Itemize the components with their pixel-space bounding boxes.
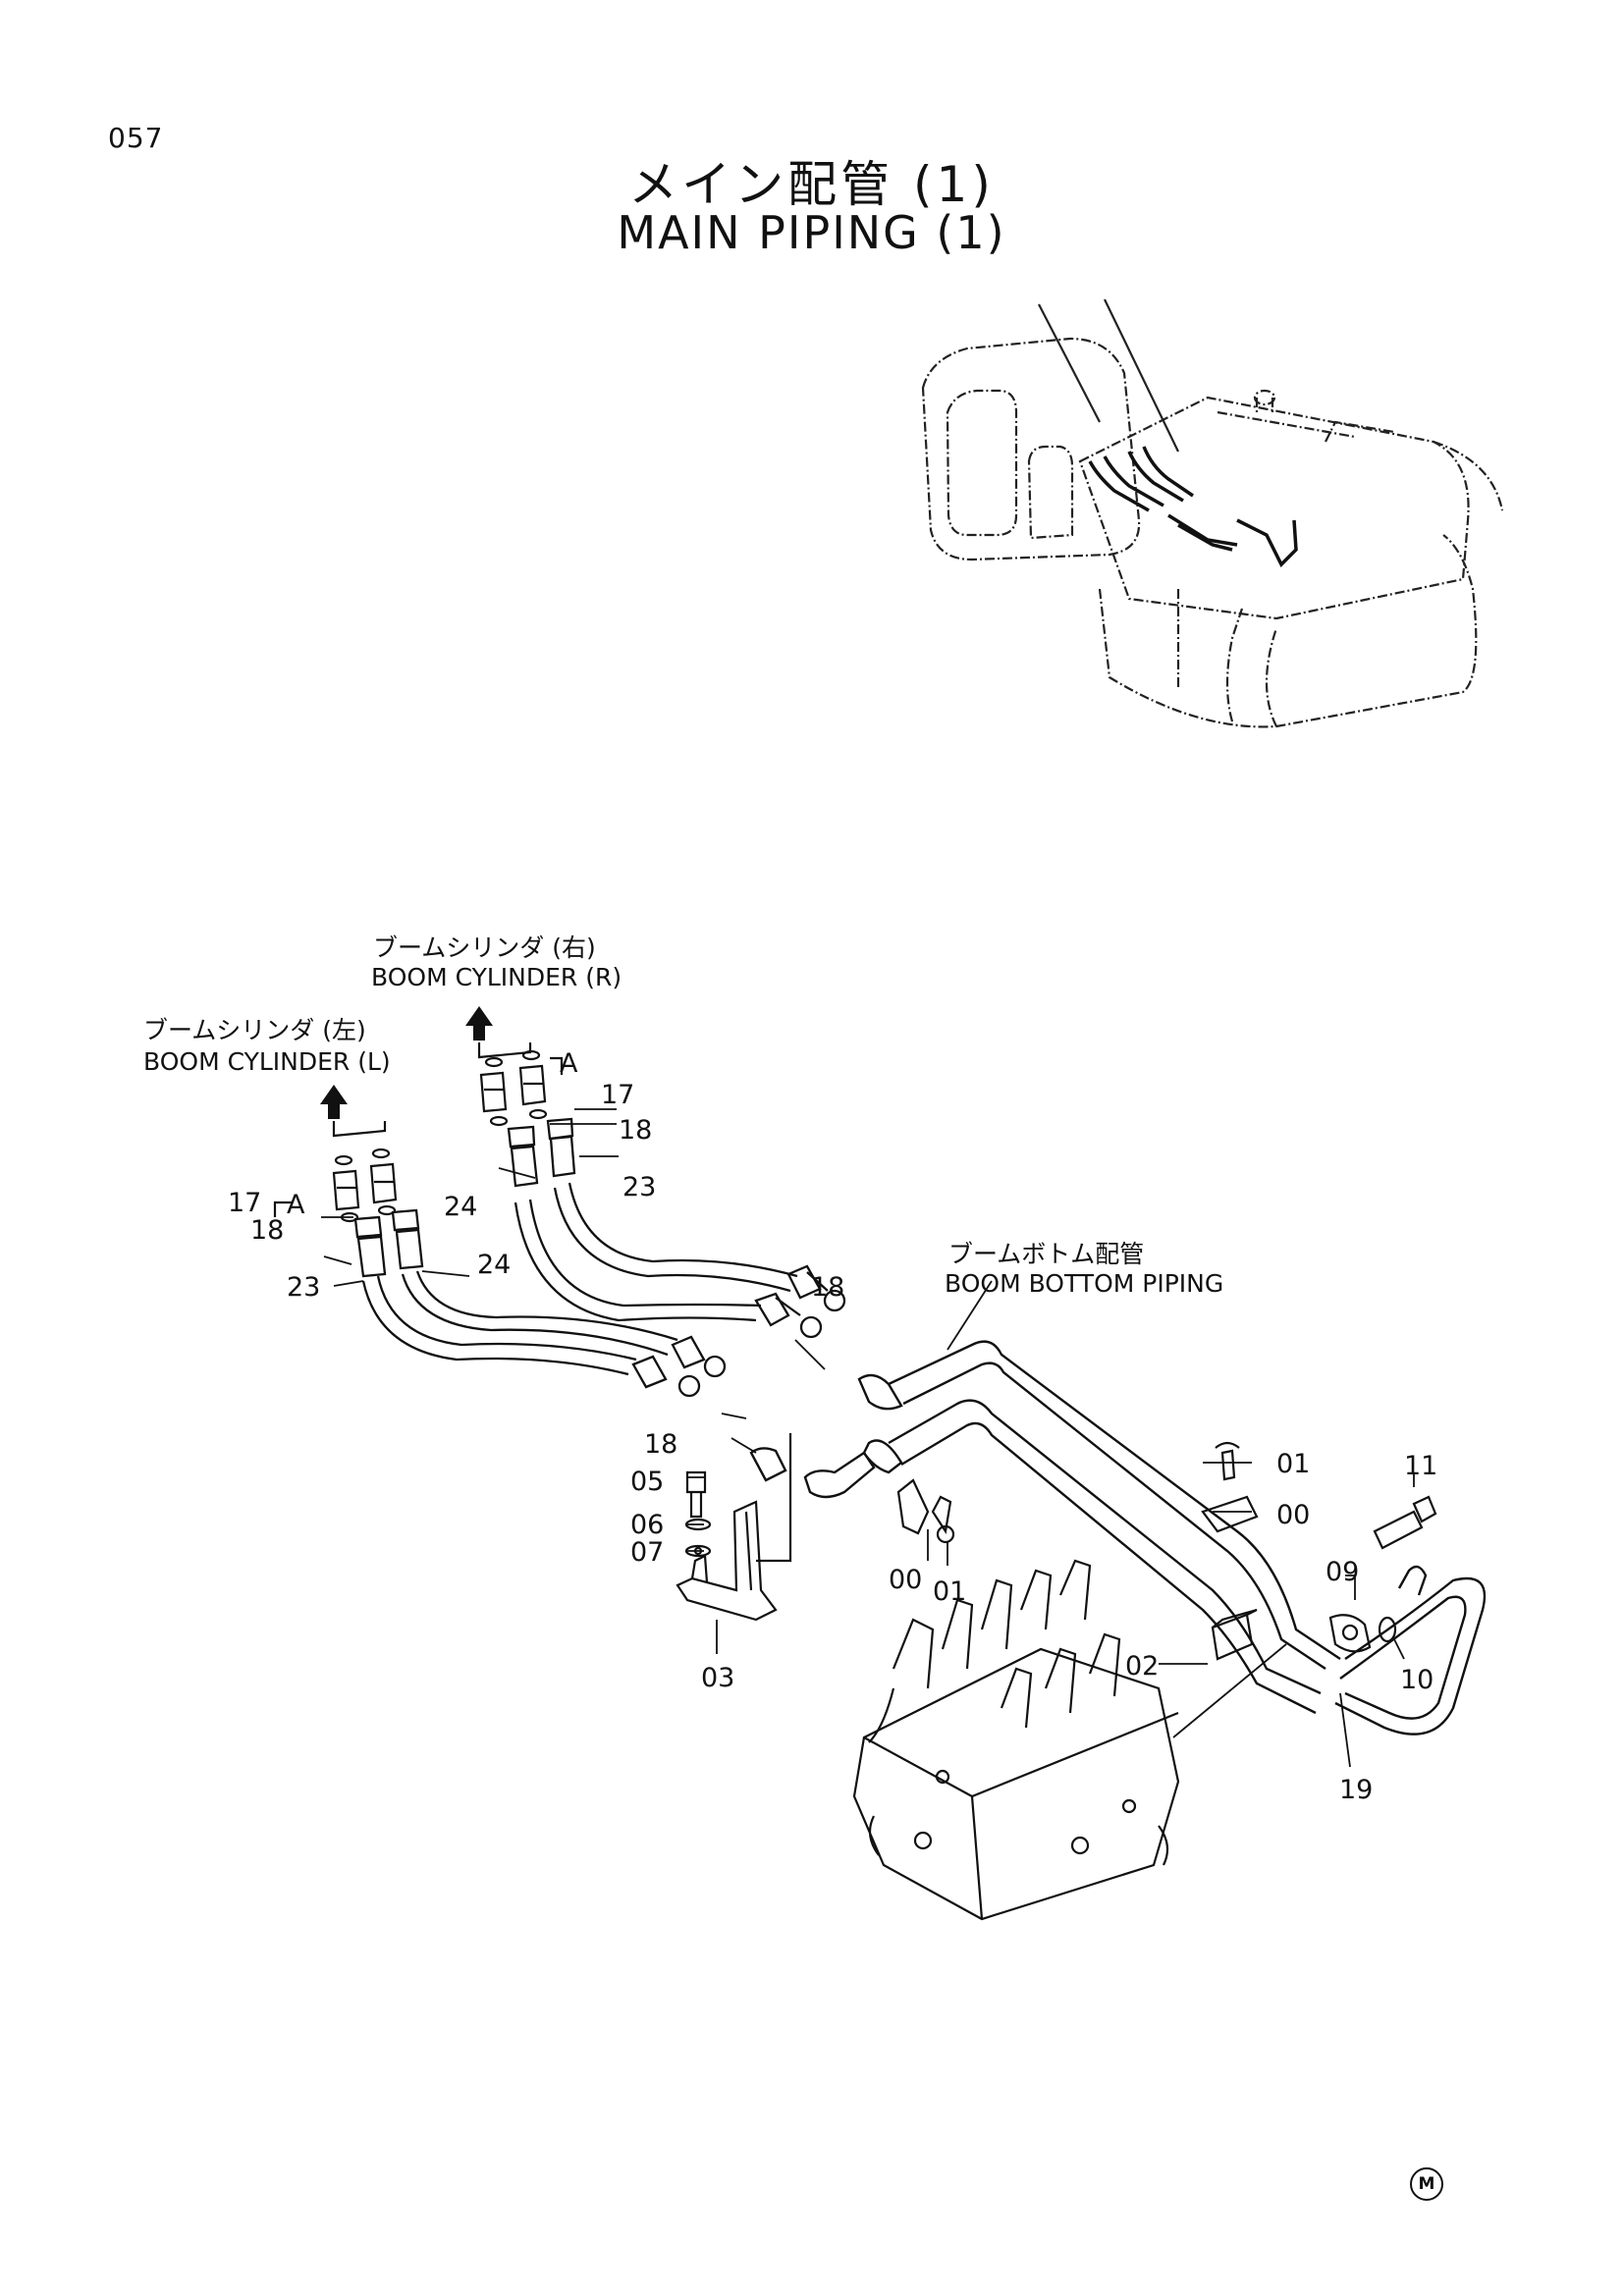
overview-highlighted-piping (1088, 446, 1298, 567)
part-label-10: 10 (1400, 1665, 1434, 1695)
hose-assembly-boom-cylinder-r (507, 1117, 846, 1339)
part-label-01: 01 (1276, 1449, 1310, 1479)
callout-leader-lines (321, 1108, 1415, 1768)
part-label-18: 18 (250, 1215, 284, 1246)
detail-mark-a-l: A (287, 1190, 305, 1220)
part-label-19: 19 (1339, 1775, 1373, 1805)
hose-assembly-boom-cylinder-l (353, 1208, 727, 1398)
part-label-01: 01 (933, 1576, 966, 1607)
callout-boom-cylinder-r-jp: ブームシリンダ (右) (373, 934, 596, 962)
callout-boom-cylinder-r-en: BOOM CYLINDER (R) (371, 963, 622, 991)
part-label-02: 02 (1125, 1651, 1159, 1682)
page-number: 057 (108, 122, 164, 154)
part-label-09: 09 (1325, 1557, 1359, 1587)
callout-boom-cylinder-l-en: BOOM CYLINDER (L) (143, 1047, 391, 1076)
detail-mark-a-r: A (560, 1048, 578, 1079)
part-label-18: 18 (811, 1272, 844, 1303)
detail-bracket-marker (273, 1042, 564, 1217)
flange-oring-bolt (1328, 1495, 1437, 1653)
callout-boom-bottom-piping-en: BOOM BOTTOM PIPING (945, 1269, 1223, 1298)
adapters-and-orings-l (332, 1148, 398, 1223)
flow-arrow-icon (320, 1006, 493, 1119)
part-label-06: 06 (630, 1510, 664, 1540)
control-valve-illustration (852, 1559, 1180, 1921)
part-label-18: 18 (619, 1115, 652, 1146)
part-label-23: 23 (287, 1272, 320, 1303)
page-title-japanese: メイン配管 (1) (628, 156, 995, 213)
part-label-00: 00 (889, 1565, 922, 1595)
pipe-19 (1334, 1565, 1487, 1735)
page-title-english: MAIN PIPING (1) (617, 206, 1006, 259)
part-label-24: 24 (477, 1250, 511, 1280)
excavator-overview-illustration (921, 298, 1504, 728)
part-label-23: 23 (622, 1172, 656, 1202)
part-label-03: 03 (701, 1663, 734, 1693)
bracket-03 (676, 1433, 792, 1622)
callout-boom-cylinder-l-jp: ブームシリンダ (左) (143, 1016, 366, 1044)
clamps-and-bolts (896, 1441, 1259, 1661)
boom-bottom-piping (749, 1340, 1341, 1715)
corner-mark-badge: M (1410, 2167, 1443, 2201)
part-label-17: 17 (228, 1188, 261, 1218)
part-label-05: 05 (630, 1467, 664, 1497)
part-label-24: 24 (444, 1192, 477, 1222)
part-label-11: 11 (1404, 1451, 1437, 1481)
adapters-and-orings-r (479, 1049, 548, 1127)
part-label-17: 17 (601, 1080, 634, 1110)
part-label-00: 00 (1276, 1500, 1310, 1530)
part-label-18: 18 (644, 1429, 677, 1460)
callout-boom-bottom-piping-jp: ブームボトム配管 (948, 1240, 1144, 1268)
part-label-07: 07 (630, 1537, 664, 1568)
